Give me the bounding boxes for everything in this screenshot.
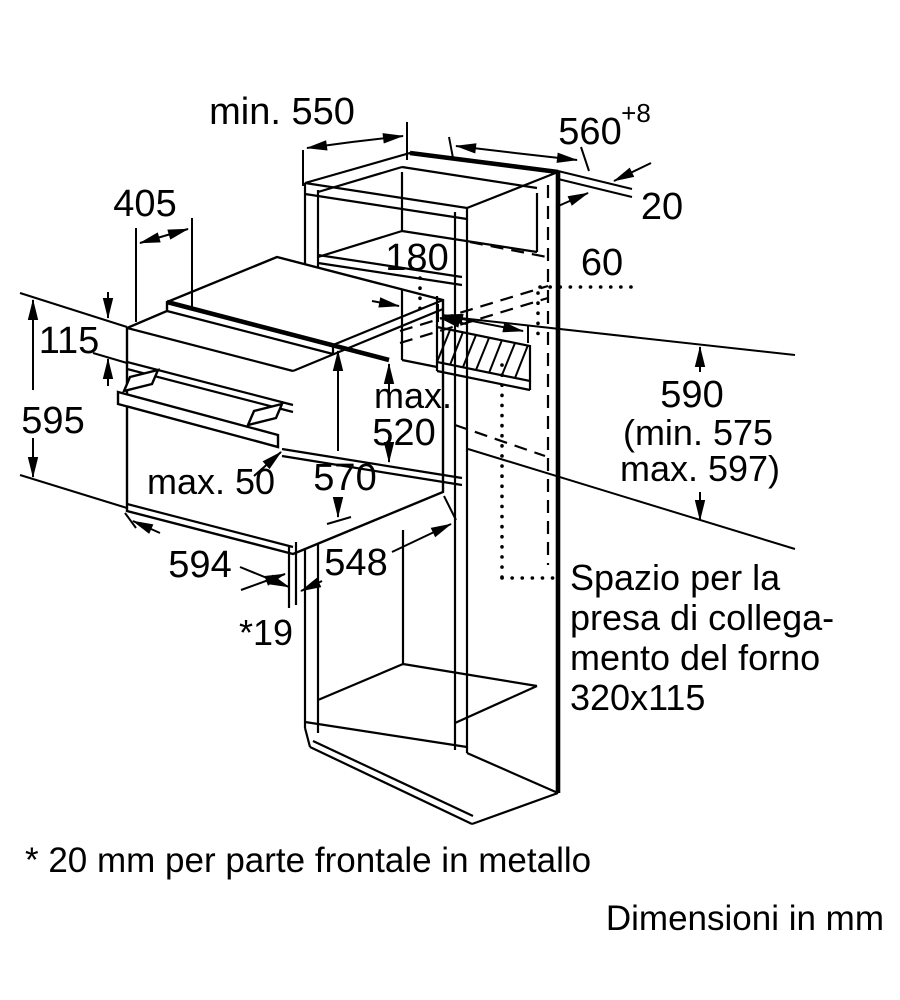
cabinet-right-bottom-edge: [466, 751, 559, 795]
label-oven-height: 595: [21, 400, 84, 442]
dim-oven-top-depth: 405: [113, 183, 193, 322]
niche-height-ext-bottom: [467, 448, 796, 550]
dim-niche-depth: min. 550: [209, 91, 408, 186]
label-oven-width: 594: [168, 544, 231, 586]
socket-note-line2: presa di collega-: [570, 597, 834, 638]
label-handle-clearance: max. 50: [147, 461, 275, 502]
label-body-depth: 548: [324, 542, 387, 584]
socket-note-line1: Spazio per la: [570, 557, 781, 598]
label-wall-thickness: 20: [641, 186, 683, 228]
bottom-rail: [304, 720, 468, 749]
door-bottom-inner: [126, 502, 294, 549]
label-body-height: 570: [313, 457, 376, 499]
dim-body-height: 570: [313, 350, 377, 525]
oven: [116, 255, 445, 556]
label-niche-depth: min. 550: [209, 91, 355, 133]
hidden-niche-edges: [399, 284, 549, 345]
handle-right-foot: [245, 402, 285, 427]
label-rear-gap: 60: [581, 242, 623, 284]
dim-control-panel-height: 115: [19, 292, 128, 386]
footnote: * 20 mm per parte frontale in metallo: [25, 841, 591, 880]
socket-note: Spazio per la presa di collega- mento de…: [570, 557, 834, 718]
cabinet-top-rail: [304, 192, 468, 221]
hidden-shelf-back: [469, 240, 548, 259]
upper-compartment-interior: [317, 165, 539, 259]
oven-top-strip-back: [166, 309, 334, 356]
label-panel-height: 115: [39, 320, 100, 362]
dim-duct-depth: 180: [371, 237, 467, 328]
lower-compartment-interior: [317, 530, 538, 725]
label-niche-height-1: 590: [660, 374, 723, 416]
label-niche-height-3: max. 597): [620, 448, 780, 489]
dim-oven-height: 595: [19, 299, 128, 509]
cabinet-top-back-edge: [409, 150, 559, 175]
label-door-front: *19: [239, 612, 293, 653]
hidden-floor-back: [454, 423, 546, 458]
dim-handle-clearance: max. 50: [147, 451, 282, 502]
label-niche-height-2: (min. 575: [623, 412, 773, 453]
label-niche-width: 560: [558, 111, 621, 153]
plinth: [303, 727, 559, 826]
shelf-front-edges: [317, 253, 463, 287]
oven-front-top-edge: [126, 326, 294, 373]
units-note: Dimensioni in mm: [606, 899, 884, 938]
socket-note-line3: mento del forno: [570, 637, 820, 678]
socket-note-line4: 320x115: [570, 677, 705, 718]
handle-left-foot: [121, 368, 161, 393]
dim-body-depth: 548: [300, 495, 457, 592]
dim-vent-span: [437, 304, 529, 343]
dim-rear-gap: 60: [581, 242, 623, 284]
dim-door-front: *19: [239, 573, 293, 653]
dim-niche-height: 590 (min. 575 max. 597): [620, 346, 780, 521]
label-max-recess-1: max.: [374, 375, 452, 416]
dim-max-recess: max. 520: [372, 363, 452, 463]
dim-niche-width: 560 +8: [448, 98, 651, 172]
oven-step-edge: [166, 299, 390, 363]
niche-height-ext-top: [459, 317, 796, 356]
dim-wall-thickness: 20: [555, 162, 683, 228]
vent-hatch-area: [435, 325, 532, 392]
label-duct-depth: 180: [385, 237, 448, 279]
door-handle-bar: [116, 390, 280, 449]
label-oven-top-depth: 405: [113, 183, 176, 225]
niche-floor-edges: [281, 447, 463, 487]
label-max-recess-2: 520: [372, 412, 435, 454]
label-niche-width-tolerance: +8: [621, 98, 651, 128]
